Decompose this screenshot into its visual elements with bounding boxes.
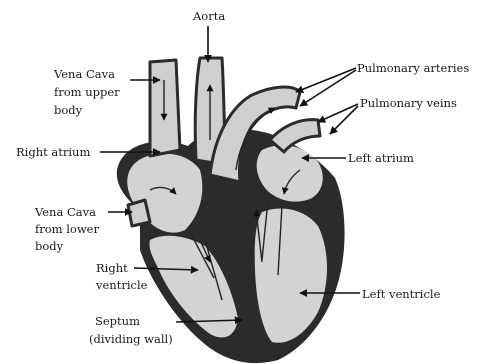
label-right-ventricle-line2: ventricle (95, 278, 148, 292)
pointer-pulm-artery-2 (300, 70, 356, 106)
label-vena-cava-upper-line2: from upper (54, 85, 120, 99)
label-left-atrium: Left atrium (348, 151, 414, 165)
label-vena-cava-upper-line3: body (54, 103, 83, 117)
label-pulmonary-arteries: Pulmonary arteries (357, 61, 469, 75)
label-aorta: Aorta (192, 9, 225, 23)
inferior-vena-cava (128, 200, 150, 226)
superior-vena-cava (150, 60, 180, 156)
label-pulmonary-veins: Pulmonary veins (360, 96, 457, 110)
label-right-atrium: Right atrium (16, 145, 90, 159)
label-vena-cava-lower-line1: Vena Cava (34, 205, 96, 219)
label-septum-line2: (dividing wall) (89, 332, 173, 346)
label-septum-line1: Septum (95, 314, 140, 328)
label-right-ventricle-line1: Right (96, 261, 128, 275)
label-vena-cava-upper-line1: Vena Cava (53, 67, 115, 81)
label-vena-cava-lower-line3: body (35, 239, 64, 253)
label-vena-cava-lower-line2: from lower (35, 222, 99, 236)
label-left-ventricle: Left ventricle (362, 287, 441, 301)
